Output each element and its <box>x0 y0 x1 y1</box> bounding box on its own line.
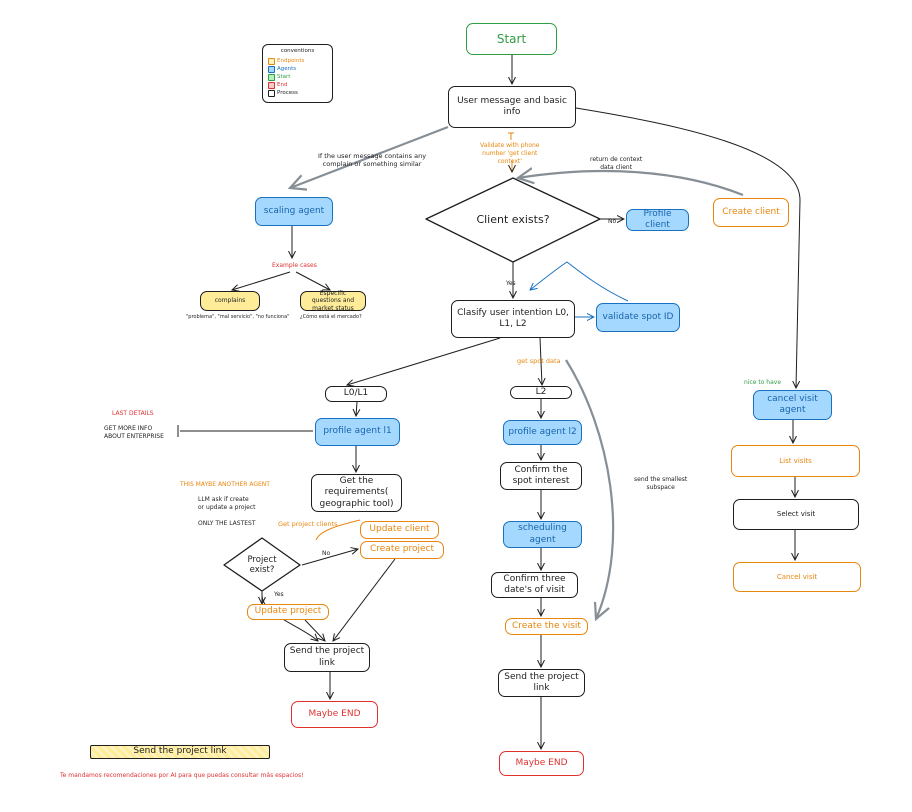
send-link-mid-node: Send the project link <box>498 669 585 697</box>
complain-note: If the user message contains any complai… <box>318 152 427 169</box>
legend-item-start: Start <box>268 73 327 81</box>
confirm-three-node: Confirm three date's of visit <box>491 572 578 598</box>
return-context-note: return de context data client <box>590 156 643 171</box>
profile-agent-l1-node: profile agent l1 <box>315 418 400 446</box>
validate-spot-node: validate spot ID <box>596 303 680 332</box>
another-agent-label: THIS MAYBE ANOTHER AGENT <box>180 481 270 488</box>
yes-project-label: Yes <box>274 591 284 598</box>
get-project-clients-label: Get project clients <box>278 520 338 528</box>
legend-item-process: Process <box>268 89 327 97</box>
no-project-label: No <box>322 550 331 557</box>
clasify-node: Clasify user intention L0, L1, L2 <box>451 300 575 338</box>
profile-agent-l2-node: profile agent l2 <box>503 420 582 445</box>
last-details-label: LAST DETAILS <box>112 410 154 417</box>
maybe-end-left-node: Maybe END <box>291 701 378 728</box>
example-cases-label: Example cases <box>272 262 317 269</box>
legend-label: Endpoints <box>277 58 305 64</box>
start-node: Start <box>466 23 557 55</box>
profile-client-node: Profile client <box>626 209 689 231</box>
llm-ask-label: LLM ask if create or update a project <box>198 496 256 511</box>
legend-label: End <box>277 82 288 88</box>
get-more-info-label: GET MORE INFO ABOUT ENTERPRISE <box>104 425 164 440</box>
cancel-visit-node: Cancel visit <box>733 562 861 592</box>
send-smallest-label: send the smallest subspace <box>634 476 688 491</box>
create-visit-node: Create the visit <box>505 618 588 635</box>
complains-node: complains <box>200 291 260 311</box>
legend-item-end: End <box>268 81 327 89</box>
especific-node: Especific questions and market status <box>300 290 366 312</box>
nice-to-have-label: nice to have <box>744 379 782 386</box>
legend-swatch-agents <box>268 65 275 73</box>
select-visit-node: Select visit <box>733 499 859 530</box>
l2-node: L2 <box>510 386 572 399</box>
footer-note: Te mandamos recomendaciones por AI para … <box>60 772 304 779</box>
send-link-bottom-node: Send the project link <box>90 745 270 759</box>
maybe-end-mid-node: Maybe END <box>499 751 584 776</box>
legend-swatch-process <box>268 89 275 97</box>
cancel-visit-agent-node: cancel visit agent <box>753 390 832 420</box>
especific-examples: ¿Cómo está el mercado? <box>300 314 362 320</box>
legend-item-endpoints: Endpoints <box>268 57 327 65</box>
only-lastest-label: ONLY THE LASTEST <box>198 520 256 527</box>
list-visits-node: List visits <box>731 445 860 477</box>
scheduling-agent-node: scheduling agent <box>503 521 582 548</box>
scaling-agent-node: scaling agent <box>255 197 333 226</box>
legend-label: Start <box>277 74 291 80</box>
get-requirements-node: Get the requirements( geographic tool) <box>311 474 402 512</box>
update-project-node: Update project <box>247 604 329 620</box>
legend-label: Process <box>277 90 298 96</box>
complains-examples: "problema", "mal servicio", "no funciona… <box>186 314 290 320</box>
yes-client-label: Yes <box>506 280 516 287</box>
client-exists-label: Client exists? <box>476 212 550 226</box>
validate-phone-note: Validate with phone number 'get client c… <box>480 142 540 165</box>
l0l1-node: L0/L1 <box>325 386 387 402</box>
confirm-spot-node: Confirm the spot interest <box>500 462 582 490</box>
legend-swatch-endpoints <box>268 57 275 65</box>
user-message-node: User message and basic info <box>448 86 576 128</box>
no-client-label: No <box>608 218 617 225</box>
legend-title: conventions <box>280 48 315 54</box>
create-client-node: Create client <box>713 198 789 227</box>
legend: conventions Endpoints Agents Start End P… <box>262 44 333 103</box>
send-link-left-node: Send the project link <box>284 643 370 672</box>
project-exist-label: Project exist? <box>247 555 277 575</box>
legend-label: Agents <box>277 66 297 72</box>
update-client-node: Update client <box>360 521 439 539</box>
get-spot-data-label: get spot data <box>517 357 561 365</box>
legend-swatch-start <box>268 73 275 81</box>
legend-swatch-end <box>268 81 275 89</box>
create-project-node: Create project <box>360 541 444 559</box>
legend-item-agents: Agents <box>268 65 327 73</box>
